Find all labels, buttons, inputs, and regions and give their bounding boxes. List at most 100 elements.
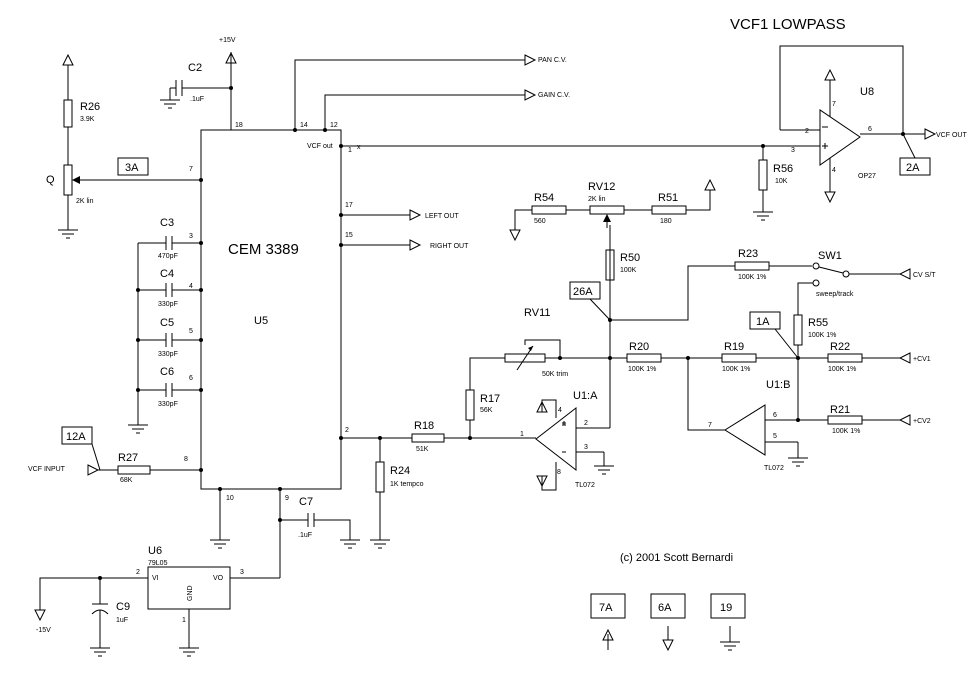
u6-pin-1: 1 bbox=[182, 617, 186, 624]
pin-15: 15 bbox=[345, 232, 353, 239]
plus15-label: +15V bbox=[219, 37, 236, 44]
u1a-pin-8: 8 bbox=[557, 469, 561, 476]
c3-value: 470pF bbox=[158, 253, 178, 260]
u6-ref: U6 bbox=[148, 545, 162, 557]
pan-cv-label: PAN C.V. bbox=[538, 57, 567, 64]
u5-name: CEM 3389 bbox=[228, 241, 299, 258]
r56-value: 10K bbox=[775, 178, 788, 185]
r54-label: R54 bbox=[534, 192, 554, 204]
c9-label: C9 bbox=[116, 601, 130, 613]
r18-label: R18 bbox=[414, 420, 434, 432]
q-label: Q bbox=[46, 174, 55, 186]
r17-value: 56K bbox=[480, 407, 493, 414]
c9-value: 1uF bbox=[116, 617, 128, 624]
no-connect-mark: x bbox=[357, 144, 361, 151]
u1b-pin-7: 7 bbox=[708, 422, 712, 429]
gain-cv-label: GAIN C.V. bbox=[538, 92, 570, 99]
c4-label: C4 bbox=[160, 268, 174, 280]
pin-1: 1 bbox=[348, 147, 352, 154]
u1a-pin-4: 4 bbox=[558, 407, 562, 414]
pin-4: 4 bbox=[189, 283, 193, 290]
u8-ref: U8 bbox=[860, 86, 874, 98]
u5-body bbox=[200, 129, 342, 490]
tag-26a: 26A bbox=[573, 286, 593, 298]
r26-value: 3.9K bbox=[80, 116, 95, 123]
right-out-label: RIGHT OUT bbox=[430, 243, 469, 250]
u1b-ref: U1:B bbox=[766, 379, 790, 391]
tag-7a: 7A bbox=[599, 602, 613, 614]
c2-value: .1uF bbox=[190, 96, 204, 103]
u6-vi: VI bbox=[152, 575, 159, 582]
sw1-value: sweep/track bbox=[816, 291, 854, 298]
r51-label: R51 bbox=[658, 192, 678, 204]
u1b-part: TL072 bbox=[764, 465, 784, 472]
pin-5: 5 bbox=[189, 328, 193, 335]
r26-label: R26 bbox=[80, 101, 100, 113]
r21-label: R21 bbox=[830, 404, 850, 416]
cv1-label: +CV1 bbox=[913, 356, 931, 363]
pin-7: 7 bbox=[189, 166, 193, 173]
u8-pin-2: 2 bbox=[805, 128, 809, 135]
pin-9: 9 bbox=[285, 495, 289, 502]
pin-2: 2 bbox=[345, 427, 349, 434]
u8-pin-4: 4 bbox=[832, 167, 836, 174]
r56-label: R56 bbox=[773, 163, 793, 175]
u8-pin-6: 6 bbox=[868, 126, 872, 133]
r20-value: 100K 1% bbox=[628, 366, 656, 373]
tag-2a: 2A bbox=[906, 162, 920, 174]
rv12-label: RV12 bbox=[588, 181, 615, 193]
c2-label: C2 bbox=[188, 62, 202, 74]
tag-12a: 12A bbox=[66, 431, 86, 443]
pin-3: 3 bbox=[189, 233, 193, 240]
r19-label: R19 bbox=[724, 341, 744, 353]
r24-value: 1K tempco bbox=[390, 481, 424, 488]
r21-value: 100K 1% bbox=[832, 428, 860, 435]
c6-label: C6 bbox=[160, 366, 174, 378]
c3-label: C3 bbox=[160, 217, 174, 229]
u6-pin-3: 3 bbox=[240, 569, 244, 576]
c5-label: C5 bbox=[160, 317, 174, 329]
copyright: (c) 2001 Scott Bernardi bbox=[620, 552, 733, 564]
r51-value: 180 bbox=[660, 218, 672, 225]
u6-gnd: GND bbox=[187, 585, 194, 601]
vcf-input-label: VCF INPUT bbox=[28, 466, 66, 473]
page-title: VCF1 LOWPASS bbox=[730, 16, 846, 33]
r17-label: R17 bbox=[480, 393, 500, 405]
r22-value: 100K 1% bbox=[828, 366, 856, 373]
u6-pin-2: 2 bbox=[136, 569, 140, 576]
r54-value: 560 bbox=[534, 218, 546, 225]
c6-value: 330pF bbox=[158, 401, 178, 408]
pin-12: 12 bbox=[330, 122, 338, 129]
pin-6: 6 bbox=[189, 375, 193, 382]
pin-8: 8 bbox=[184, 456, 188, 463]
u1a-pin-2: 2 bbox=[584, 420, 588, 427]
minus15-label: -15V bbox=[36, 627, 51, 634]
r18-value: 51K bbox=[416, 446, 429, 453]
u1a-part: TL072 bbox=[575, 482, 595, 489]
r50-value: 100K bbox=[620, 267, 637, 274]
u1b-pin-5: 5 bbox=[773, 433, 777, 440]
u1a-pin-3: 3 bbox=[584, 444, 588, 451]
rv11-label: RV11 bbox=[524, 307, 551, 319]
r55-label: R55 bbox=[808, 317, 828, 329]
u1a-ref: U1:A bbox=[573, 390, 598, 402]
cv-st-label: CV S/T bbox=[913, 272, 936, 279]
r23-label: R23 bbox=[738, 248, 758, 260]
pin-10: 10 bbox=[226, 495, 234, 502]
c7-label: C7 bbox=[299, 496, 313, 508]
tag-19: 19 bbox=[720, 602, 732, 614]
sw1-label: SW1 bbox=[818, 250, 842, 262]
vcf-out-pin-label: VCF out bbox=[307, 143, 333, 150]
u8-pin-3: 3 bbox=[791, 147, 795, 154]
u1b-pin-6: 6 bbox=[773, 412, 777, 419]
rv11-value: 50K trim bbox=[542, 371, 568, 378]
r20-label: R20 bbox=[629, 341, 649, 353]
c7-value: .1uF bbox=[298, 532, 312, 539]
q-value: 2K lin bbox=[76, 198, 94, 205]
vcf-out-port-label: VCF OUT bbox=[936, 132, 967, 139]
tag-6a: 6A bbox=[658, 602, 672, 614]
u8-pin-7: 7 bbox=[832, 101, 836, 108]
pin-14: 14 bbox=[300, 122, 308, 129]
pin-17: 17 bbox=[345, 202, 353, 209]
